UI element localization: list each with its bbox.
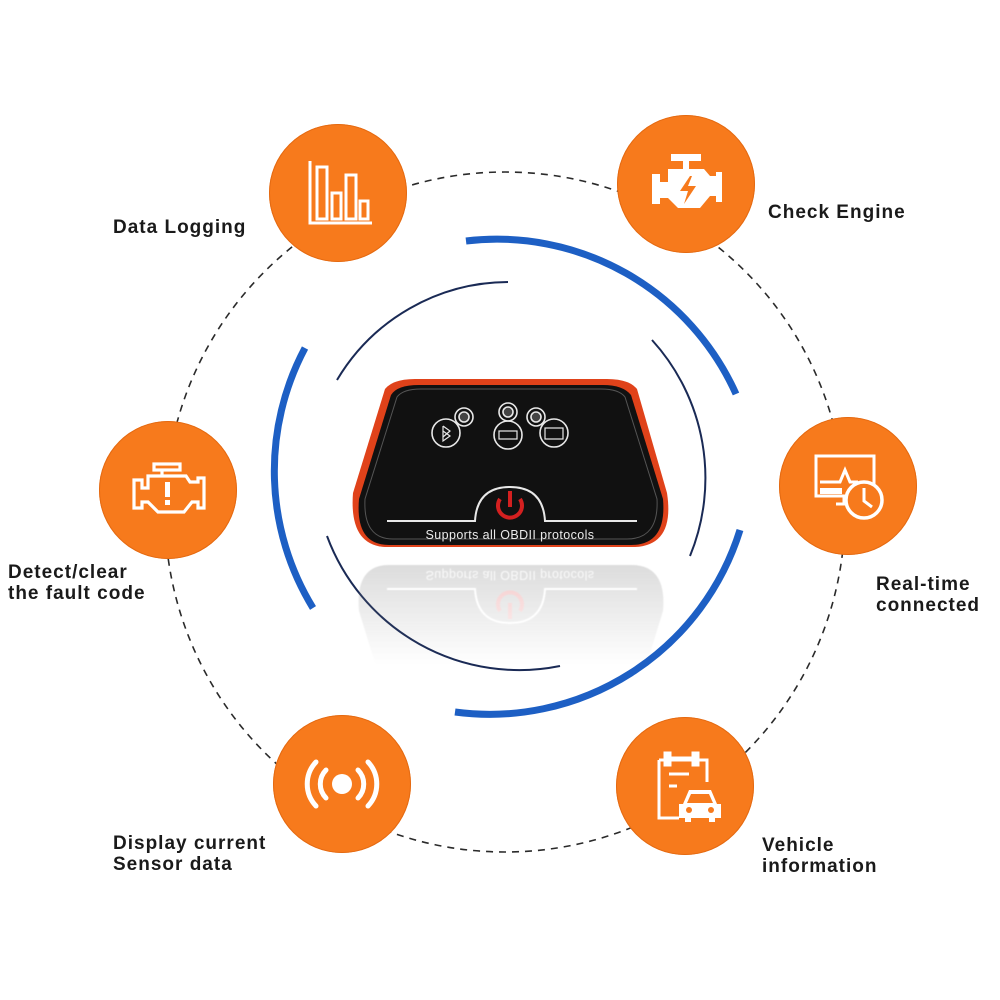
feature-display-sensor [273, 715, 411, 853]
power-icon [496, 491, 524, 520]
thin-arc-right [651, 339, 707, 557]
label-check-engine: Check Engine [768, 202, 906, 223]
label-detect-clear: Detect/clear the fault code [8, 562, 146, 604]
label-real-time: Real-time connected [876, 574, 981, 616]
feature-real-time [779, 417, 917, 555]
blue-arc-bottom-right [454, 528, 744, 718]
engine-warning-icon [132, 462, 206, 514]
feature-data-logging [269, 124, 407, 262]
sensor-signal-icon [304, 759, 380, 809]
device-tagline: Supports all OBDII protocols [426, 528, 595, 542]
clipboard-car-icon [657, 751, 721, 822]
device-reflection: Supports all OBDII protocols [345, 555, 675, 665]
monitor-clock-icon [814, 454, 884, 520]
obd-device: Supports all OBDII protocols [352, 379, 669, 547]
bluetooth-icon [431, 418, 461, 448]
engine-lightning-icon [652, 154, 722, 208]
feature-detect-clear [99, 421, 237, 559]
battery-icon [539, 418, 569, 448]
thin-arc-bottom-left [326, 535, 561, 671]
blue-arc-top-right [465, 235, 740, 396]
bar-chart-icon [308, 161, 372, 225]
svg-text:Supports all OBDII protocols: Supports all OBDII protocols [426, 568, 595, 582]
label-vehicle-info: Vehicle information [762, 835, 878, 877]
thin-arc-top [336, 281, 509, 381]
label-display-sensor: Display current Sensor data [113, 833, 267, 875]
feature-check-engine [617, 115, 755, 253]
feature-vehicle-info [616, 717, 754, 855]
blue-arc-left [270, 346, 316, 610]
label-data-logging: Data Logging [113, 217, 247, 238]
